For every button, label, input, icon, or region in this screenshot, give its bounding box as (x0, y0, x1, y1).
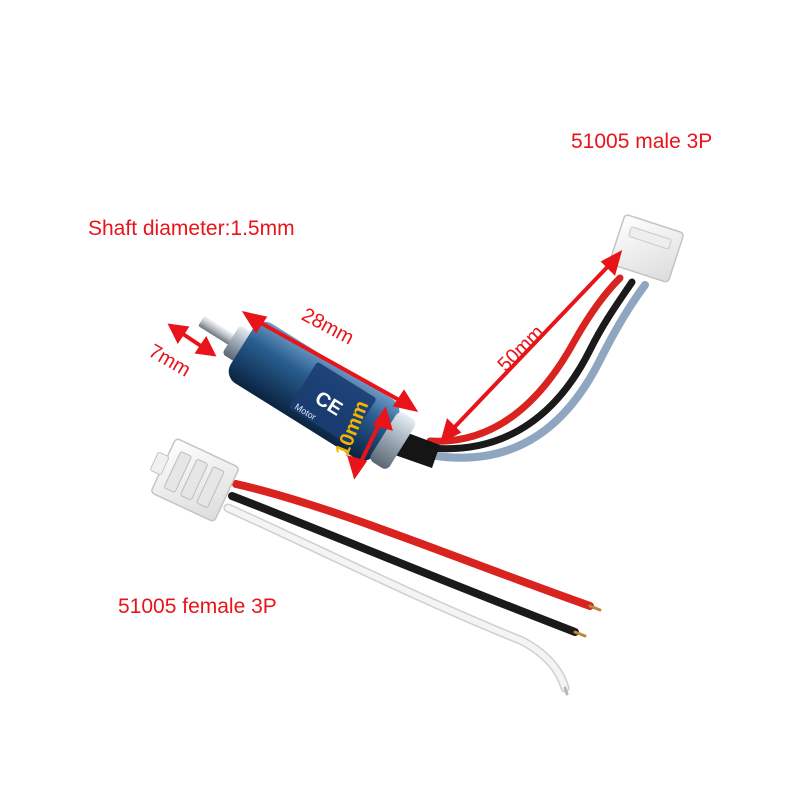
dimension-arrows (167, 250, 623, 480)
body-length-arrow (250, 316, 410, 407)
female-black-wire (228, 492, 579, 636)
lead-length-label: 50mm (494, 321, 549, 376)
male-connector (609, 214, 684, 283)
female-connector (150, 438, 239, 522)
micro-motor: CE Motor (198, 316, 416, 469)
female-lead-wires (223, 480, 602, 696)
female-connector-label: 51005 female 3P (118, 595, 277, 618)
body-length-label: 28mm (298, 304, 357, 350)
male-black-wire (426, 278, 636, 453)
shaft-diameter-label: Shaft diameter:1.5mm (88, 217, 295, 240)
motor-shaft (198, 316, 240, 348)
male-blue-wire (426, 281, 649, 462)
male-connector-label: 51005 male 3P (571, 130, 713, 153)
female-red-wire (232, 480, 594, 610)
male-red-wire (426, 274, 624, 445)
shaft-length-label: 7mm (145, 340, 194, 381)
male-lead-wires (426, 274, 649, 462)
lead-length-arrow (446, 258, 616, 436)
